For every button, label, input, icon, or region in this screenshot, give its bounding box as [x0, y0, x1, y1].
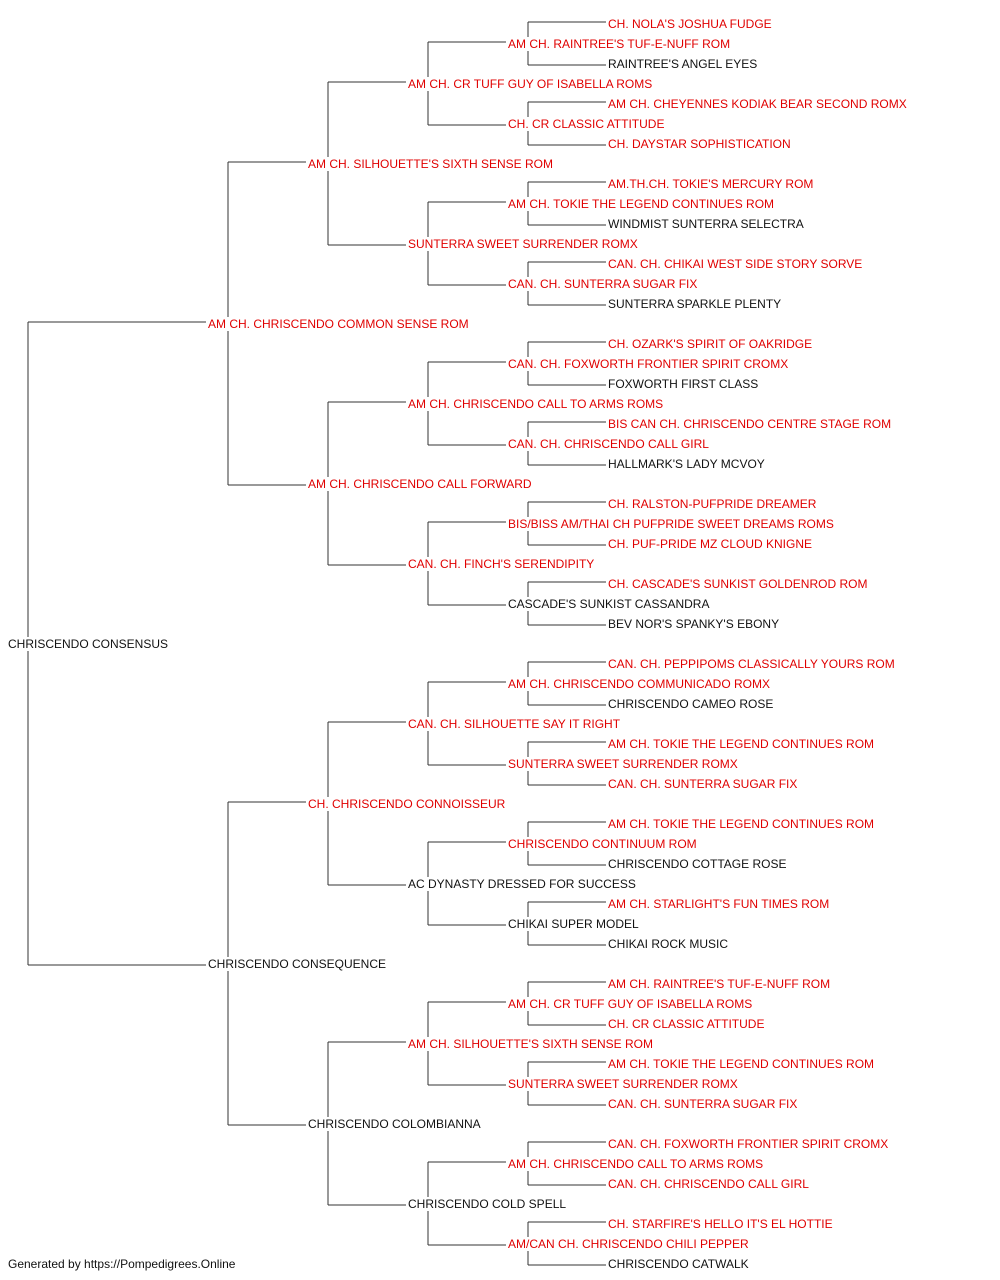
pedigree-entry-g4-12: AM CH. CR TUFF GUY OF ISABELLA ROMS: [507, 997, 754, 1011]
pedigree-entry-g5-8: CH. OZARK'S SPIRIT OF OAKRIDGE: [607, 337, 814, 351]
pedigree-entry-dam: CHRISCENDO CONSEQUENCE: [207, 957, 388, 971]
pedigree-entry-g5-3: CH. DAYSTAR SOPHISTICATION: [607, 137, 792, 151]
pedigree-entry-ggp-4: CAN. CH. SILHOUETTE SAY IT RIGHT: [407, 717, 622, 731]
pedigree-entry-ggp-7: CHRISCENDO COLD SPELL: [407, 1197, 568, 1211]
footer-credit: Generated by https://Pompedigrees.Online: [8, 1257, 236, 1271]
pedigree-entry-g5-30: CH. STARFIRE'S HELLO IT'S EL HOTTIE: [607, 1217, 834, 1231]
pedigree-entry-g5-1: RAINTREE'S ANGEL EYES: [607, 57, 759, 71]
pedigree-entry-g5-9: FOXWORTH FIRST CLASS: [607, 377, 760, 391]
pedigree-entry-g4-7: CASCADE'S SUNKIST CASSANDRA: [507, 597, 711, 611]
pedigree-entry-ggp-3: CAN. CH. FINCH'S SERENDIPITY: [407, 557, 596, 571]
pedigree-entry-g4-15: AM/CAN CH. CHRISCENDO CHILI PEPPER: [507, 1237, 750, 1251]
pedigree-entry-g5-21: CHRISCENDO COTTAGE ROSE: [607, 857, 788, 871]
pedigree-entry-g4-5: CAN. CH. CHRISCENDO CALL GIRL: [507, 437, 710, 451]
pedigree-entry-g5-20: AM CH. TOKIE THE LEGEND CONTINUES ROM: [607, 817, 876, 831]
pedigree-entry-g4-14: AM CH. CHRISCENDO CALL TO ARMS ROMS: [507, 1157, 765, 1171]
pedigree-entry-g5-2: AM CH. CHEYENNES KODIAK BEAR SECOND ROMX: [607, 97, 908, 111]
pedigree-entry-g5-6: CAN. CH. CHIKAI WEST SIDE STORY SORVE: [607, 257, 864, 271]
pedigree-entry-g5-10: BIS CAN CH. CHRISCENDO CENTRE STAGE ROM: [607, 417, 893, 431]
pedigree-entry-g5-18: AM CH. TOKIE THE LEGEND CONTINUES ROM: [607, 737, 876, 751]
pedigree-entry-ggp-5: AC DYNASTY DRESSED FOR SUCCESS: [407, 877, 637, 891]
pedigree-entry-subject: CHRISCENDO CONSENSUS: [7, 637, 170, 651]
pedigree-entry-g5-23: CHIKAI ROCK MUSIC: [607, 937, 730, 951]
pedigree-entry-g5-19: CAN. CH. SUNTERRA SUGAR FIX: [607, 777, 799, 791]
pedigree-entry-g5-12: CH. RALSTON-PUFPRIDE DREAMER: [607, 497, 818, 511]
pedigree-entry-g4-6: BIS/BISS AM/THAI CH PUFPRIDE SWEET DREAM…: [507, 517, 835, 531]
pedigree-entry-ggp-0: AM CH. CR TUFF GUY OF ISABELLA ROMS: [407, 77, 654, 91]
pedigree-entry-g4-8: AM CH. CHRISCENDO COMMUNICADO ROMX: [507, 677, 772, 691]
pedigree-entry-sire: AM CH. CHRISCENDO COMMON SENSE ROM: [207, 317, 470, 331]
pedigree-entry-gp-1: AM CH. CHRISCENDO CALL FORWARD: [307, 477, 533, 491]
pedigree-entry-g5-22: AM CH. STARLIGHT'S FUN TIMES ROM: [607, 897, 831, 911]
pedigree-entry-g5-13: CH. PUF-PRIDE MZ CLOUD KNIGNE: [607, 537, 814, 551]
pedigree-entry-g5-7: SUNTERRA SPARKLE PLENTY: [607, 297, 783, 311]
pedigree-entry-g4-0: AM CH. RAINTREE'S TUF-E-NUFF ROM: [507, 37, 732, 51]
pedigree-entry-g5-5: WINDMIST SUNTERRA SELECTRA: [607, 217, 805, 231]
pedigree-entry-ggp-2: AM CH. CHRISCENDO CALL TO ARMS ROMS: [407, 397, 665, 411]
pedigree-entry-g4-11: CHIKAI SUPER MODEL: [507, 917, 640, 931]
pedigree-entry-g5-25: CH. CR CLASSIC ATTITUDE: [607, 1017, 766, 1031]
pedigree-entry-g4-13: SUNTERRA SWEET SURRENDER ROMX: [507, 1077, 739, 1091]
pedigree-entry-g5-4: AM.TH.CH. TOKIE'S MERCURY ROM: [607, 177, 815, 191]
pedigree-entry-g5-29: CAN. CH. CHRISCENDO CALL GIRL: [607, 1177, 810, 1191]
pedigree-entry-g5-17: CHRISCENDO CAMEO ROSE: [607, 697, 775, 711]
pedigree-entry-gp-3: CHRISCENDO COLOMBIANNA: [307, 1117, 482, 1131]
pedigree-entry-g5-15: BEV NOR'S SPANKY'S EBONY: [607, 617, 781, 631]
pedigree-entry-g5-24: AM CH. RAINTREE'S TUF-E-NUFF ROM: [607, 977, 832, 991]
pedigree-entry-g5-14: CH. CASCADE'S SUNKIST GOLDENROD ROM: [607, 577, 869, 591]
pedigree-entry-g4-1: CH. CR CLASSIC ATTITUDE: [507, 117, 666, 131]
pedigree-entry-ggp-1: SUNTERRA SWEET SURRENDER ROMX: [407, 237, 639, 251]
pedigree-entry-g5-31: CHRISCENDO CATWALK: [607, 1257, 750, 1271]
pedigree-entry-g5-26: AM CH. TOKIE THE LEGEND CONTINUES ROM: [607, 1057, 876, 1071]
pedigree-entry-g4-4: CAN. CH. FOXWORTH FRONTIER SPIRIT CROMX: [507, 357, 790, 371]
pedigree-entry-g5-11: HALLMARK'S LADY MCVOY: [607, 457, 766, 471]
pedigree-entry-g4-2: AM CH. TOKIE THE LEGEND CONTINUES ROM: [507, 197, 776, 211]
pedigree-entry-g5-16: CAN. CH. PEPPIPOMS CLASSICALLY YOURS ROM: [607, 657, 896, 671]
pedigree-entry-g5-28: CAN. CH. FOXWORTH FRONTIER SPIRIT CROMX: [607, 1137, 890, 1151]
pedigree-entry-ggp-6: AM CH. SILHOUETTE'S SIXTH SENSE ROM: [407, 1037, 654, 1051]
pedigree-entry-g4-3: CAN. CH. SUNTERRA SUGAR FIX: [507, 277, 699, 291]
pedigree-entry-g5-27: CAN. CH. SUNTERRA SUGAR FIX: [607, 1097, 799, 1111]
pedigree-entry-g4-9: SUNTERRA SWEET SURRENDER ROMX: [507, 757, 739, 771]
pedigree-entry-g5-0: CH. NOLA'S JOSHUA FUDGE: [607, 17, 773, 31]
pedigree-entry-gp-0: AM CH. SILHOUETTE'S SIXTH SENSE ROM: [307, 157, 554, 171]
pedigree-entry-g4-10: CHRISCENDO CONTINUUM ROM: [507, 837, 698, 851]
pedigree-entry-gp-2: CH. CHRISCENDO CONNOISSEUR: [307, 797, 507, 811]
